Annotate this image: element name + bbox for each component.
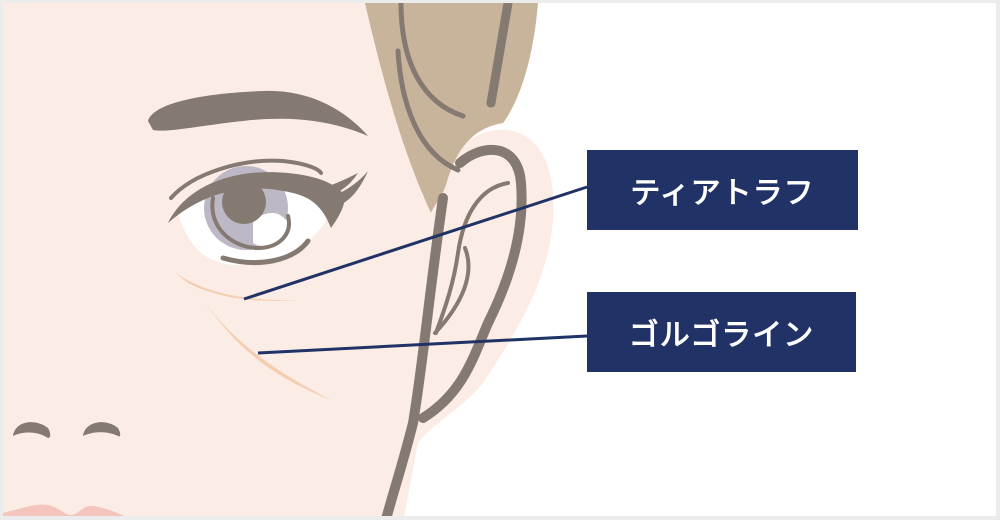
upper-eyelid (168, 172, 345, 228)
tear-trough-crease (173, 271, 298, 301)
eyebrow (148, 90, 368, 136)
hair-strand-1 (398, 3, 466, 119)
eyelash-1 (323, 173, 358, 195)
lower-eyelid (220, 238, 311, 266)
label-tear-trough-text: ティアトラフ (630, 176, 815, 211)
pointer-line-tear-trough (243, 185, 588, 301)
ear-inner (434, 181, 510, 335)
eye-iris-highlight (253, 213, 288, 247)
eyelash-2 (328, 171, 368, 208)
eye-pupil (222, 180, 266, 224)
label-golgo-line-text: ゴルゴライン (628, 318, 815, 353)
pointer-line-golgo-line (257, 334, 588, 355)
face-illustration (3, 3, 588, 516)
lips (3, 504, 125, 516)
label-tear-trough: ティアトラフ (587, 150, 858, 230)
hair-strand-2 (395, 48, 461, 173)
ear-outline (418, 145, 527, 423)
label-golgo-line: ゴルゴライン (587, 292, 856, 372)
hair-strand-3 (486, 3, 513, 108)
ear-inner-2 (433, 246, 471, 335)
nostril-right (83, 422, 121, 437)
jaw-line (381, 193, 448, 516)
iris-ring (210, 196, 291, 251)
eyelid-crease (169, 158, 323, 200)
nostril-left (13, 422, 51, 438)
